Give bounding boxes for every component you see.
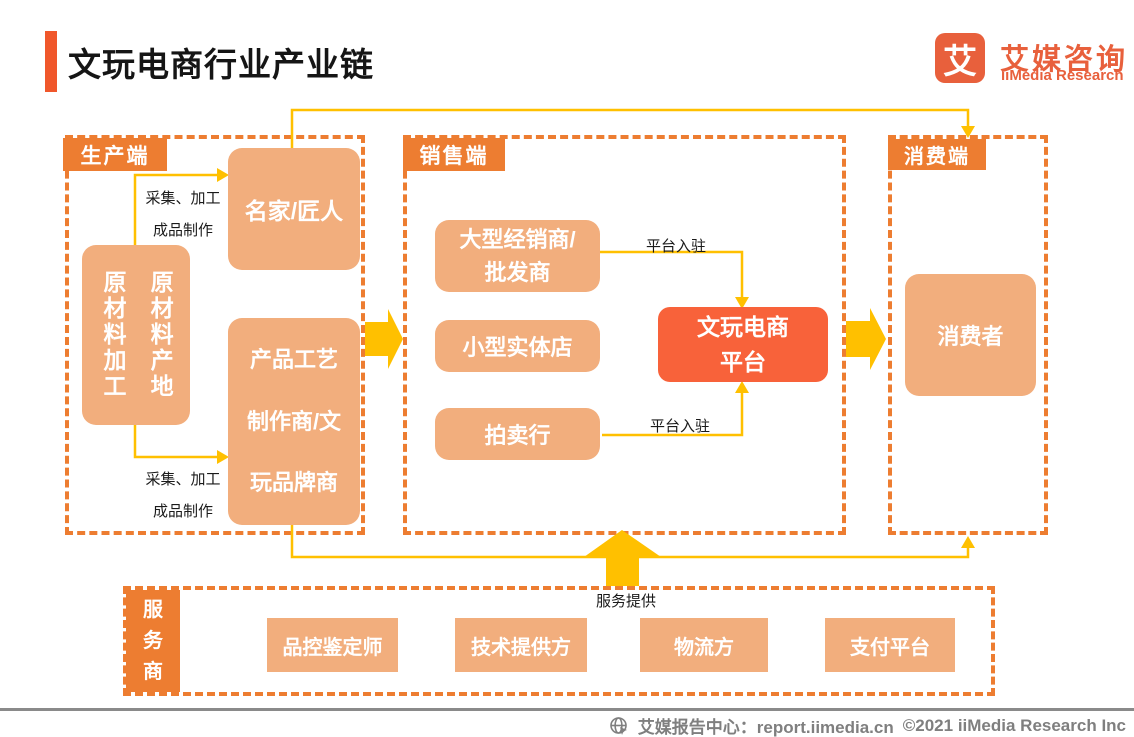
edge-label-platform-entry-bottom: 平台入驻 bbox=[649, 418, 710, 435]
consumption-label: 消费端 bbox=[888, 139, 986, 170]
iimedia-logo-icon: 艾 bbox=[935, 33, 985, 83]
big-arrow-sales-to-consumption bbox=[846, 308, 886, 370]
big-arrow-service-up bbox=[584, 530, 661, 586]
production-label: 生产端 bbox=[63, 138, 167, 171]
footer: 艾媒报告中心：report.iimedia.cn ©2021 iiMedia R… bbox=[609, 713, 1126, 737]
globe-cursor-icon bbox=[609, 716, 629, 736]
node-store: 小型实体店 bbox=[435, 320, 600, 372]
arrowhead-down-consumer-top bbox=[961, 126, 975, 138]
node-maker: 产品工艺 制作商/文 玩品牌商 bbox=[228, 318, 360, 525]
node-auction: 拍卖行 bbox=[435, 408, 600, 460]
node-payment-platform: 支付平台 bbox=[825, 618, 955, 672]
arrowhead-right-artisan bbox=[217, 168, 229, 182]
wire-auction-to-platform bbox=[602, 392, 744, 437]
service-label: 服 务 商 bbox=[126, 590, 180, 692]
service-section bbox=[123, 586, 995, 696]
wire-dealer-to-platform bbox=[600, 250, 744, 297]
node-logistics: 物流方 bbox=[640, 618, 768, 672]
node-quality-appraiser: 品控鉴定师 bbox=[267, 618, 398, 672]
arrowhead-down-platform bbox=[735, 297, 749, 309]
arrowhead-right-maker bbox=[217, 450, 229, 464]
page-title: 文玩电商行业产业链 bbox=[68, 46, 374, 83]
node-consumer: 消费者 bbox=[905, 274, 1036, 396]
edge-label-platform-entry-top: 平台入驻 bbox=[645, 238, 706, 255]
logo-name-en: iiMedia Research bbox=[1001, 67, 1124, 84]
big-arrow-production-to-sales bbox=[365, 309, 403, 369]
arrowhead-up-consumer-bottom bbox=[961, 536, 975, 548]
edge-label-collect-top: 采集、加工 成品制作 bbox=[145, 190, 221, 239]
node-artisan: 名家/匠人 bbox=[228, 148, 360, 270]
wire-raw-to-maker bbox=[133, 425, 217, 459]
footer-copyright: ©2021 iiMedia Research Inc bbox=[902, 715, 1126, 735]
footer-divider bbox=[0, 708, 1134, 711]
service-provide-label: 服务提供 bbox=[595, 593, 656, 610]
footer-report-center: 艾媒报告中心：report.iimedia.cn bbox=[637, 718, 894, 737]
node-platform: 文玩电商 平台 bbox=[658, 307, 828, 382]
sales-label: 销售端 bbox=[403, 138, 505, 171]
title-accent-bar bbox=[45, 31, 57, 92]
wire-artisan-to-consumer bbox=[290, 108, 970, 148]
node-raw-material: 原材料产地 原材料加工 bbox=[82, 245, 190, 425]
edge-label-collect-bottom: 采集、加工 成品制作 bbox=[145, 471, 221, 520]
node-dealer: 大型经销商/ 批发商 bbox=[435, 220, 600, 292]
logo-mark: 艾 bbox=[943, 42, 977, 81]
arrowhead-up-platform bbox=[735, 381, 749, 393]
production-section bbox=[65, 135, 365, 535]
node-tech-provider: 技术提供方 bbox=[455, 618, 587, 672]
logo-name-cn: 艾媒咨询 bbox=[1000, 44, 1129, 76]
wire-raw-to-artisan bbox=[133, 173, 217, 245]
